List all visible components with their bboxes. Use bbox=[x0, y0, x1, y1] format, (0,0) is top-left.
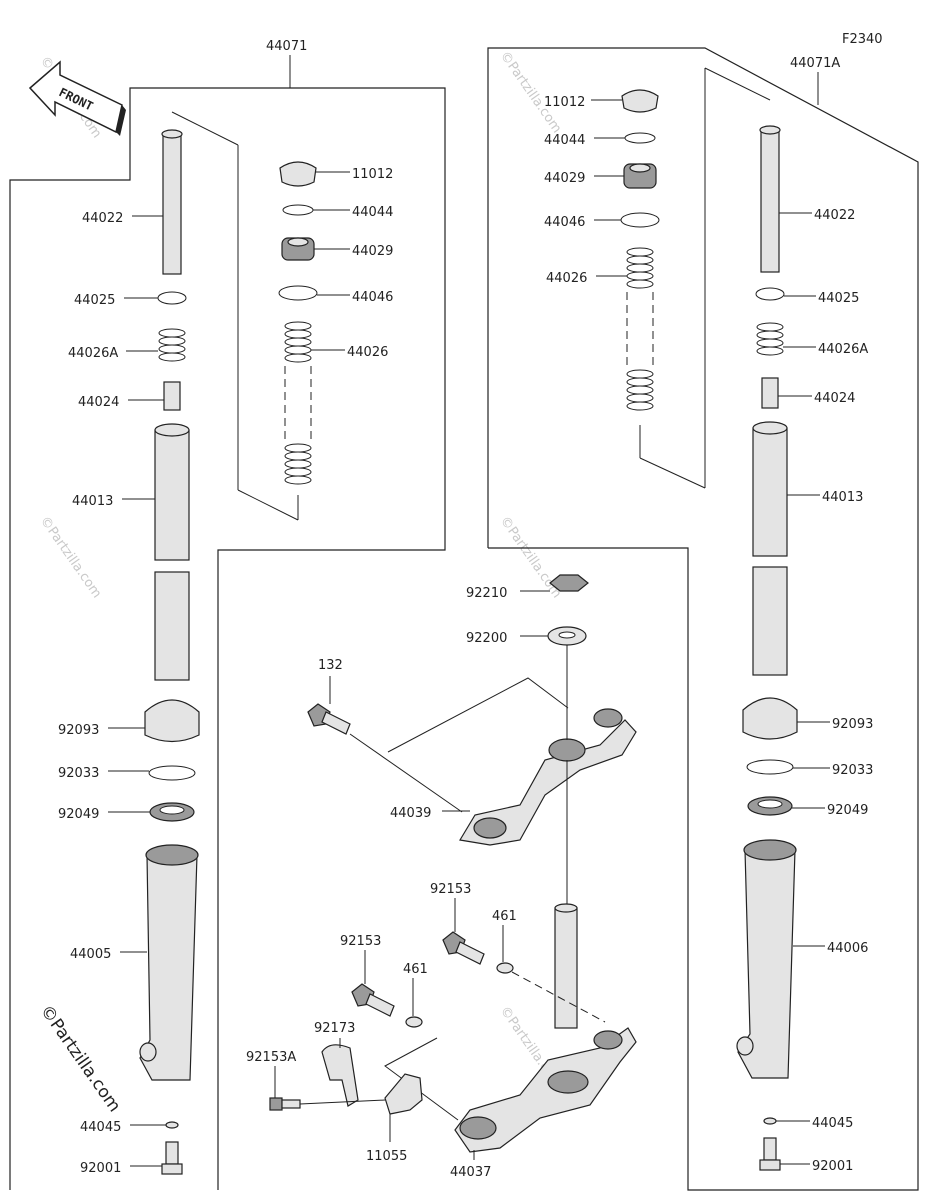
part-44024-left bbox=[163, 381, 181, 411]
part-44026A-left bbox=[158, 328, 186, 362]
label-44005-left: 44005 bbox=[70, 947, 111, 962]
part-44013-left-lower bbox=[154, 571, 190, 681]
part-44045-left bbox=[165, 1121, 179, 1129]
part-92153A bbox=[269, 1097, 301, 1111]
part-44039 bbox=[459, 719, 637, 846]
label-44013-right: 44013 bbox=[822, 490, 863, 505]
right-assembly-frame bbox=[487, 47, 919, 1191]
label-92093-left: 92093 bbox=[58, 723, 99, 738]
part-92001-right bbox=[763, 1137, 777, 1161]
assembly-label-left: 44071 bbox=[266, 39, 307, 54]
label-92001-left: 92001 bbox=[80, 1161, 121, 1176]
part-44013-right-upper bbox=[752, 427, 788, 557]
part-92033-left bbox=[148, 765, 196, 781]
part-44024-right bbox=[761, 377, 779, 409]
label-44022-left: 44022 bbox=[82, 211, 123, 226]
label-11012-right: 11012 bbox=[544, 95, 585, 110]
part-44037 bbox=[454, 1027, 637, 1153]
label-44045-right: 44045 bbox=[812, 1116, 853, 1131]
part-44013-right-lower bbox=[752, 566, 788, 676]
label-44025-right: 44025 bbox=[818, 291, 859, 306]
label-92049-left: 92049 bbox=[58, 807, 99, 822]
label-461-upper: 461 bbox=[492, 909, 517, 924]
label-92210: 92210 bbox=[466, 586, 507, 601]
left-assembly-frame bbox=[9, 87, 446, 1190]
label-11055: 11055 bbox=[366, 1149, 407, 1164]
label-92049-right: 92049 bbox=[827, 803, 868, 818]
part-44046-left bbox=[278, 285, 318, 301]
part-44026-left bbox=[284, 321, 312, 485]
label-44026-right: 44026 bbox=[546, 271, 587, 286]
label-92153A: 92153A bbox=[246, 1050, 296, 1065]
part-44046-right bbox=[620, 212, 660, 228]
label-132: 132 bbox=[318, 658, 343, 673]
label-44026A-left: 44026A bbox=[68, 346, 118, 361]
part-132: 132 bbox=[307, 658, 351, 735]
label-44029-right: 44029 bbox=[544, 171, 585, 186]
label-92200: 92200 bbox=[466, 631, 507, 646]
part-461-lower bbox=[405, 1016, 423, 1028]
label-44046-left: 44046 bbox=[352, 290, 393, 305]
label-44026-left: 44026 bbox=[347, 345, 388, 360]
label-44022-right: 44022 bbox=[814, 208, 855, 223]
part-11055 bbox=[384, 1073, 423, 1115]
part-92173 bbox=[321, 1044, 359, 1107]
label-92033-right: 92033 bbox=[832, 763, 873, 778]
part-92153-upper bbox=[442, 931, 485, 965]
part-44044-right bbox=[624, 132, 656, 144]
part-92033-right bbox=[746, 759, 794, 775]
right-fork bbox=[736, 125, 798, 1171]
label-44026A-right: 44026A bbox=[818, 342, 868, 357]
label-92001-right: 92001 bbox=[812, 1159, 853, 1174]
watermark-top-right: ©Partzilla.com bbox=[497, 49, 564, 136]
left-fork bbox=[139, 111, 299, 1175]
label-44024-left: 44024 bbox=[78, 395, 119, 410]
label-92093-right: 92093 bbox=[832, 717, 873, 732]
label-44025-left: 44025 bbox=[74, 293, 115, 308]
label-44044-right: 44044 bbox=[544, 133, 585, 148]
part-44025-left bbox=[157, 291, 187, 305]
part-44013-left-upper bbox=[154, 429, 190, 561]
label-44046-right: 44046 bbox=[544, 215, 585, 230]
label-92173: 92173 bbox=[314, 1021, 355, 1036]
part-44022-right bbox=[760, 129, 780, 273]
label-44045-left: 44045 bbox=[80, 1120, 121, 1135]
steering-group: 92210 92200 132 44039 44037 bbox=[246, 574, 637, 1180]
right-damper-group: 11012 44044 44029 44046 44026 bbox=[544, 67, 771, 489]
part-11012-right bbox=[621, 89, 659, 113]
figure-code: F2340 bbox=[842, 32, 883, 47]
label-461-lower: 461 bbox=[403, 962, 428, 977]
label-44024-right: 44024 bbox=[814, 391, 855, 406]
part-92093-right bbox=[742, 697, 798, 740]
part-44022-left bbox=[162, 133, 182, 275]
part-44045-right bbox=[763, 1117, 777, 1125]
part-44037-stem bbox=[554, 907, 578, 1029]
assembly-label-right: 44071A bbox=[790, 56, 840, 71]
part-44026-right bbox=[626, 247, 654, 411]
part-44026A-right bbox=[756, 322, 784, 356]
label-11012-left: 11012 bbox=[352, 167, 393, 182]
part-44025-right bbox=[755, 287, 785, 301]
label-92153-upper: 92153 bbox=[430, 882, 471, 897]
label-92033-left: 92033 bbox=[58, 766, 99, 781]
label-44029-left: 44029 bbox=[352, 244, 393, 259]
part-461-upper bbox=[496, 962, 514, 974]
part-92153-lower bbox=[351, 983, 395, 1017]
label-44013-left: 44013 bbox=[72, 494, 113, 509]
part-92093-left bbox=[144, 699, 200, 743]
label-44039: 44039 bbox=[390, 806, 431, 821]
label-44044-left: 44044 bbox=[352, 205, 393, 220]
watermark-bottom-left: ©Partzilla.com bbox=[36, 1001, 125, 1116]
label-44006-right: 44006 bbox=[827, 941, 868, 956]
label-44037: 44037 bbox=[450, 1165, 491, 1180]
label-92153-lower: 92153 bbox=[340, 934, 381, 949]
part-11012-left bbox=[279, 161, 317, 187]
left-damper-group: 11012 44044 44029 44046 44026 bbox=[278, 161, 393, 485]
part-92210 bbox=[549, 574, 589, 592]
part-92001-left bbox=[165, 1141, 179, 1165]
part-44044-left bbox=[282, 204, 314, 216]
watermark-mid-left: ©Partzilla.com bbox=[37, 514, 104, 601]
